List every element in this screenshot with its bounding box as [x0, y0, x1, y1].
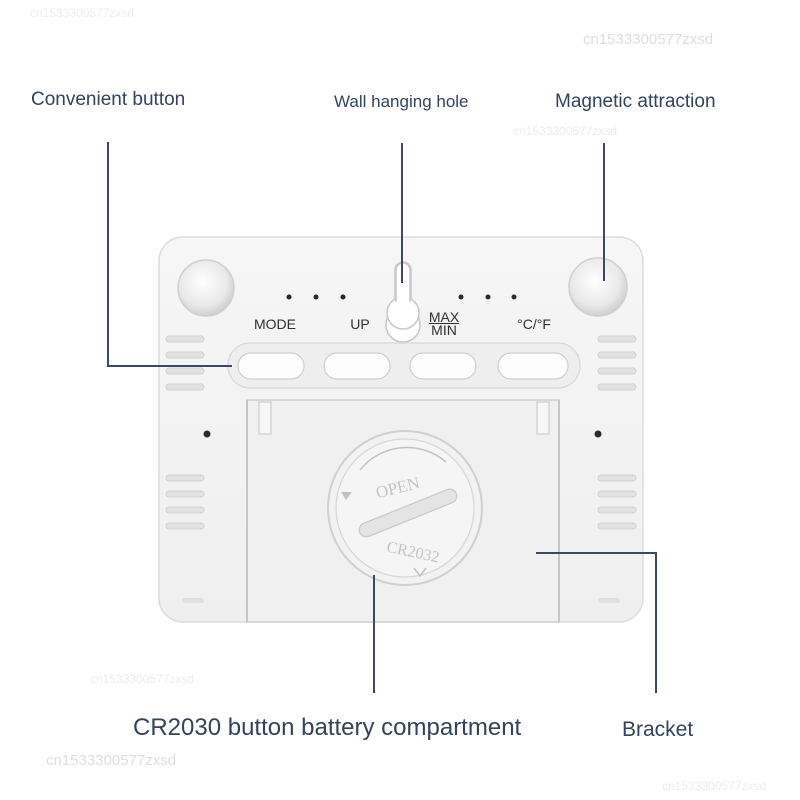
- vents-left: [165, 335, 205, 530]
- button-maxmin-label: MAX MIN: [428, 309, 460, 338]
- leader-lines: [107, 142, 657, 693]
- slot-bottom-left: [182, 598, 204, 603]
- button-unit-label: °C/°F: [517, 316, 551, 332]
- battery-cover-grip: [358, 488, 458, 538]
- indicator-dots: [286, 294, 517, 300]
- screw-right: [594, 430, 602, 438]
- callout-battery-compartment: CR2030 button battery compartment: [133, 714, 522, 741]
- magnet-right: [568, 257, 628, 317]
- battery-cover: [327, 430, 483, 586]
- button-up-shape: [323, 352, 391, 380]
- button-up-label: UP: [350, 316, 370, 332]
- leader-convenient-button: [107, 142, 232, 367]
- vents-right: [597, 335, 637, 530]
- screw-left: [203, 430, 211, 438]
- button-unit-shape: [497, 352, 569, 380]
- callout-convenient-button: Convenient button: [31, 89, 186, 110]
- callout-bracket: Bracket: [622, 718, 694, 741]
- button-min-label: MIN: [431, 322, 457, 338]
- watermark-mid: cn1533300577zxsd: [513, 124, 618, 138]
- button-mode-label: MODE: [254, 316, 296, 332]
- leader-bracket: [536, 552, 657, 693]
- watermark-bottom-right: cn1533300577zxsd: [662, 779, 767, 793]
- hinge-right: [536, 401, 550, 435]
- watermark-top-left: cn1533300577zxsd: [30, 6, 135, 20]
- magnet-left: [177, 259, 235, 317]
- button-mode-shape: [237, 352, 305, 380]
- keyhole: [385, 261, 421, 343]
- watermark-bottom-left: cn1533300577zxsd: [46, 752, 177, 769]
- watermark-top-right: cn1533300577zxsd: [583, 31, 714, 48]
- hinge-left: [258, 401, 272, 435]
- callout-wall-hanging-hole: Wall hanging hole: [334, 92, 469, 111]
- button-max-label: MAX: [428, 309, 460, 325]
- button-maxmin-shape: [409, 352, 477, 380]
- callout-magnetic-attraction: Magnetic attraction: [555, 91, 716, 112]
- watermark-lower-left: cn1533300577zxsd: [90, 672, 195, 686]
- slot-bottom-right: [598, 598, 620, 603]
